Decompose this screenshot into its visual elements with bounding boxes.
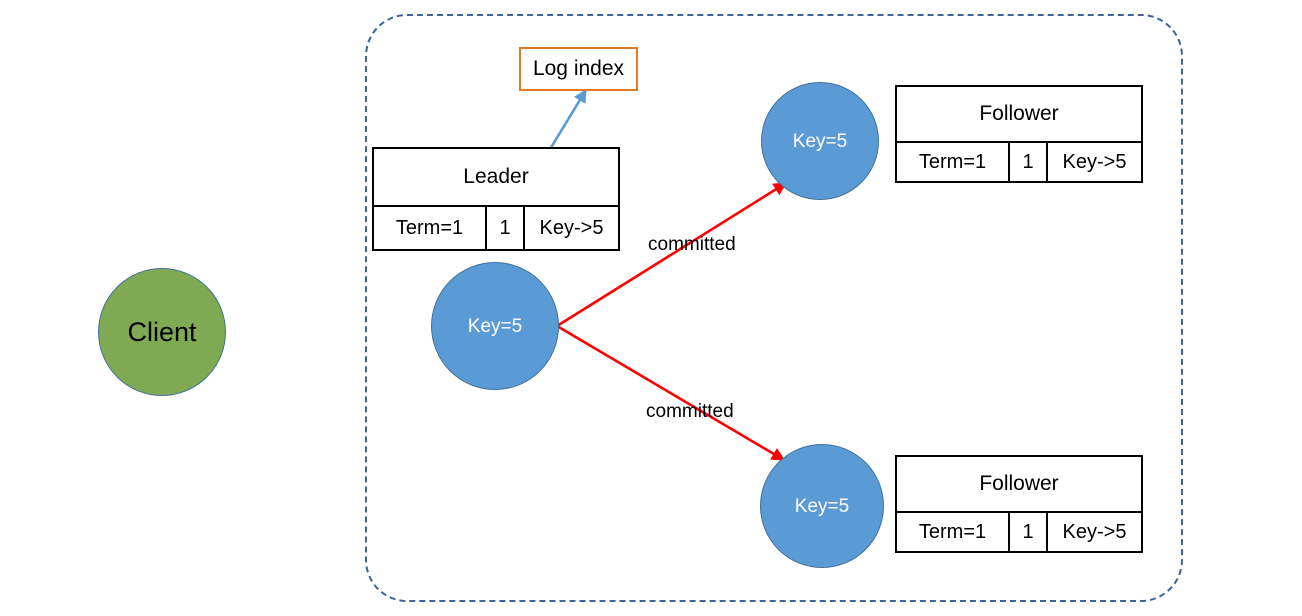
leader-node-label: Key=5 <box>467 315 523 337</box>
follower-1-log-table: Follower Term=1 1 Key->5 <box>895 85 1143 183</box>
leader-cell-entry: Key->5 <box>539 216 604 239</box>
leader-cell-term: Term=1 <box>374 207 487 249</box>
follower-2-cell-entry: Key->5 <box>1062 520 1127 543</box>
follower-2-cell-term: Term=1 <box>897 513 1010 551</box>
follower-node-1[interactable]: Key=5 <box>761 82 879 200</box>
follower-node-2-label: Key=5 <box>794 495 850 517</box>
follower-node-1-label: Key=5 <box>792 130 848 152</box>
log-index-callout-label: Log index <box>532 57 625 80</box>
cluster-region-boundary <box>365 14 1183 602</box>
commit-edge-label-2: committed <box>646 401 734 422</box>
follower-1-table-title: Follower <box>897 87 1141 143</box>
follower-1-cell-term: Term=1 <box>897 143 1010 181</box>
leader-cell-log-index: 1 <box>487 207 525 249</box>
follower-1-table-row: Term=1 1 Key->5 <box>897 143 1141 181</box>
leader-table-row: Term=1 1 Key->5 <box>374 207 618 249</box>
log-index-callout: Log index <box>519 47 638 91</box>
client-node[interactable]: Client <box>98 268 226 396</box>
follower-2-table-title: Follower <box>897 457 1141 513</box>
follower-2-cell-log-index: 1 <box>1010 513 1048 551</box>
commit-arrow-to-follower-1 <box>556 181 788 328</box>
follower-1-cell-log-index: 1 <box>1010 143 1048 181</box>
commit-edge-label-1: committed <box>648 234 736 255</box>
leader-table-title: Leader <box>374 149 618 207</box>
leader-log-table: Leader Term=1 1 Key->5 <box>372 147 620 251</box>
client-node-label: Client <box>127 316 197 347</box>
commit-arrow-to-follower-2 <box>556 324 786 462</box>
leader-node[interactable]: Key=5 <box>431 262 559 390</box>
follower-node-2[interactable]: Key=5 <box>760 444 884 568</box>
follower-2-table-row: Term=1 1 Key->5 <box>897 513 1141 551</box>
follower-2-log-table: Follower Term=1 1 Key->5 <box>895 455 1143 553</box>
follower-1-cell-entry: Key->5 <box>1062 150 1127 173</box>
